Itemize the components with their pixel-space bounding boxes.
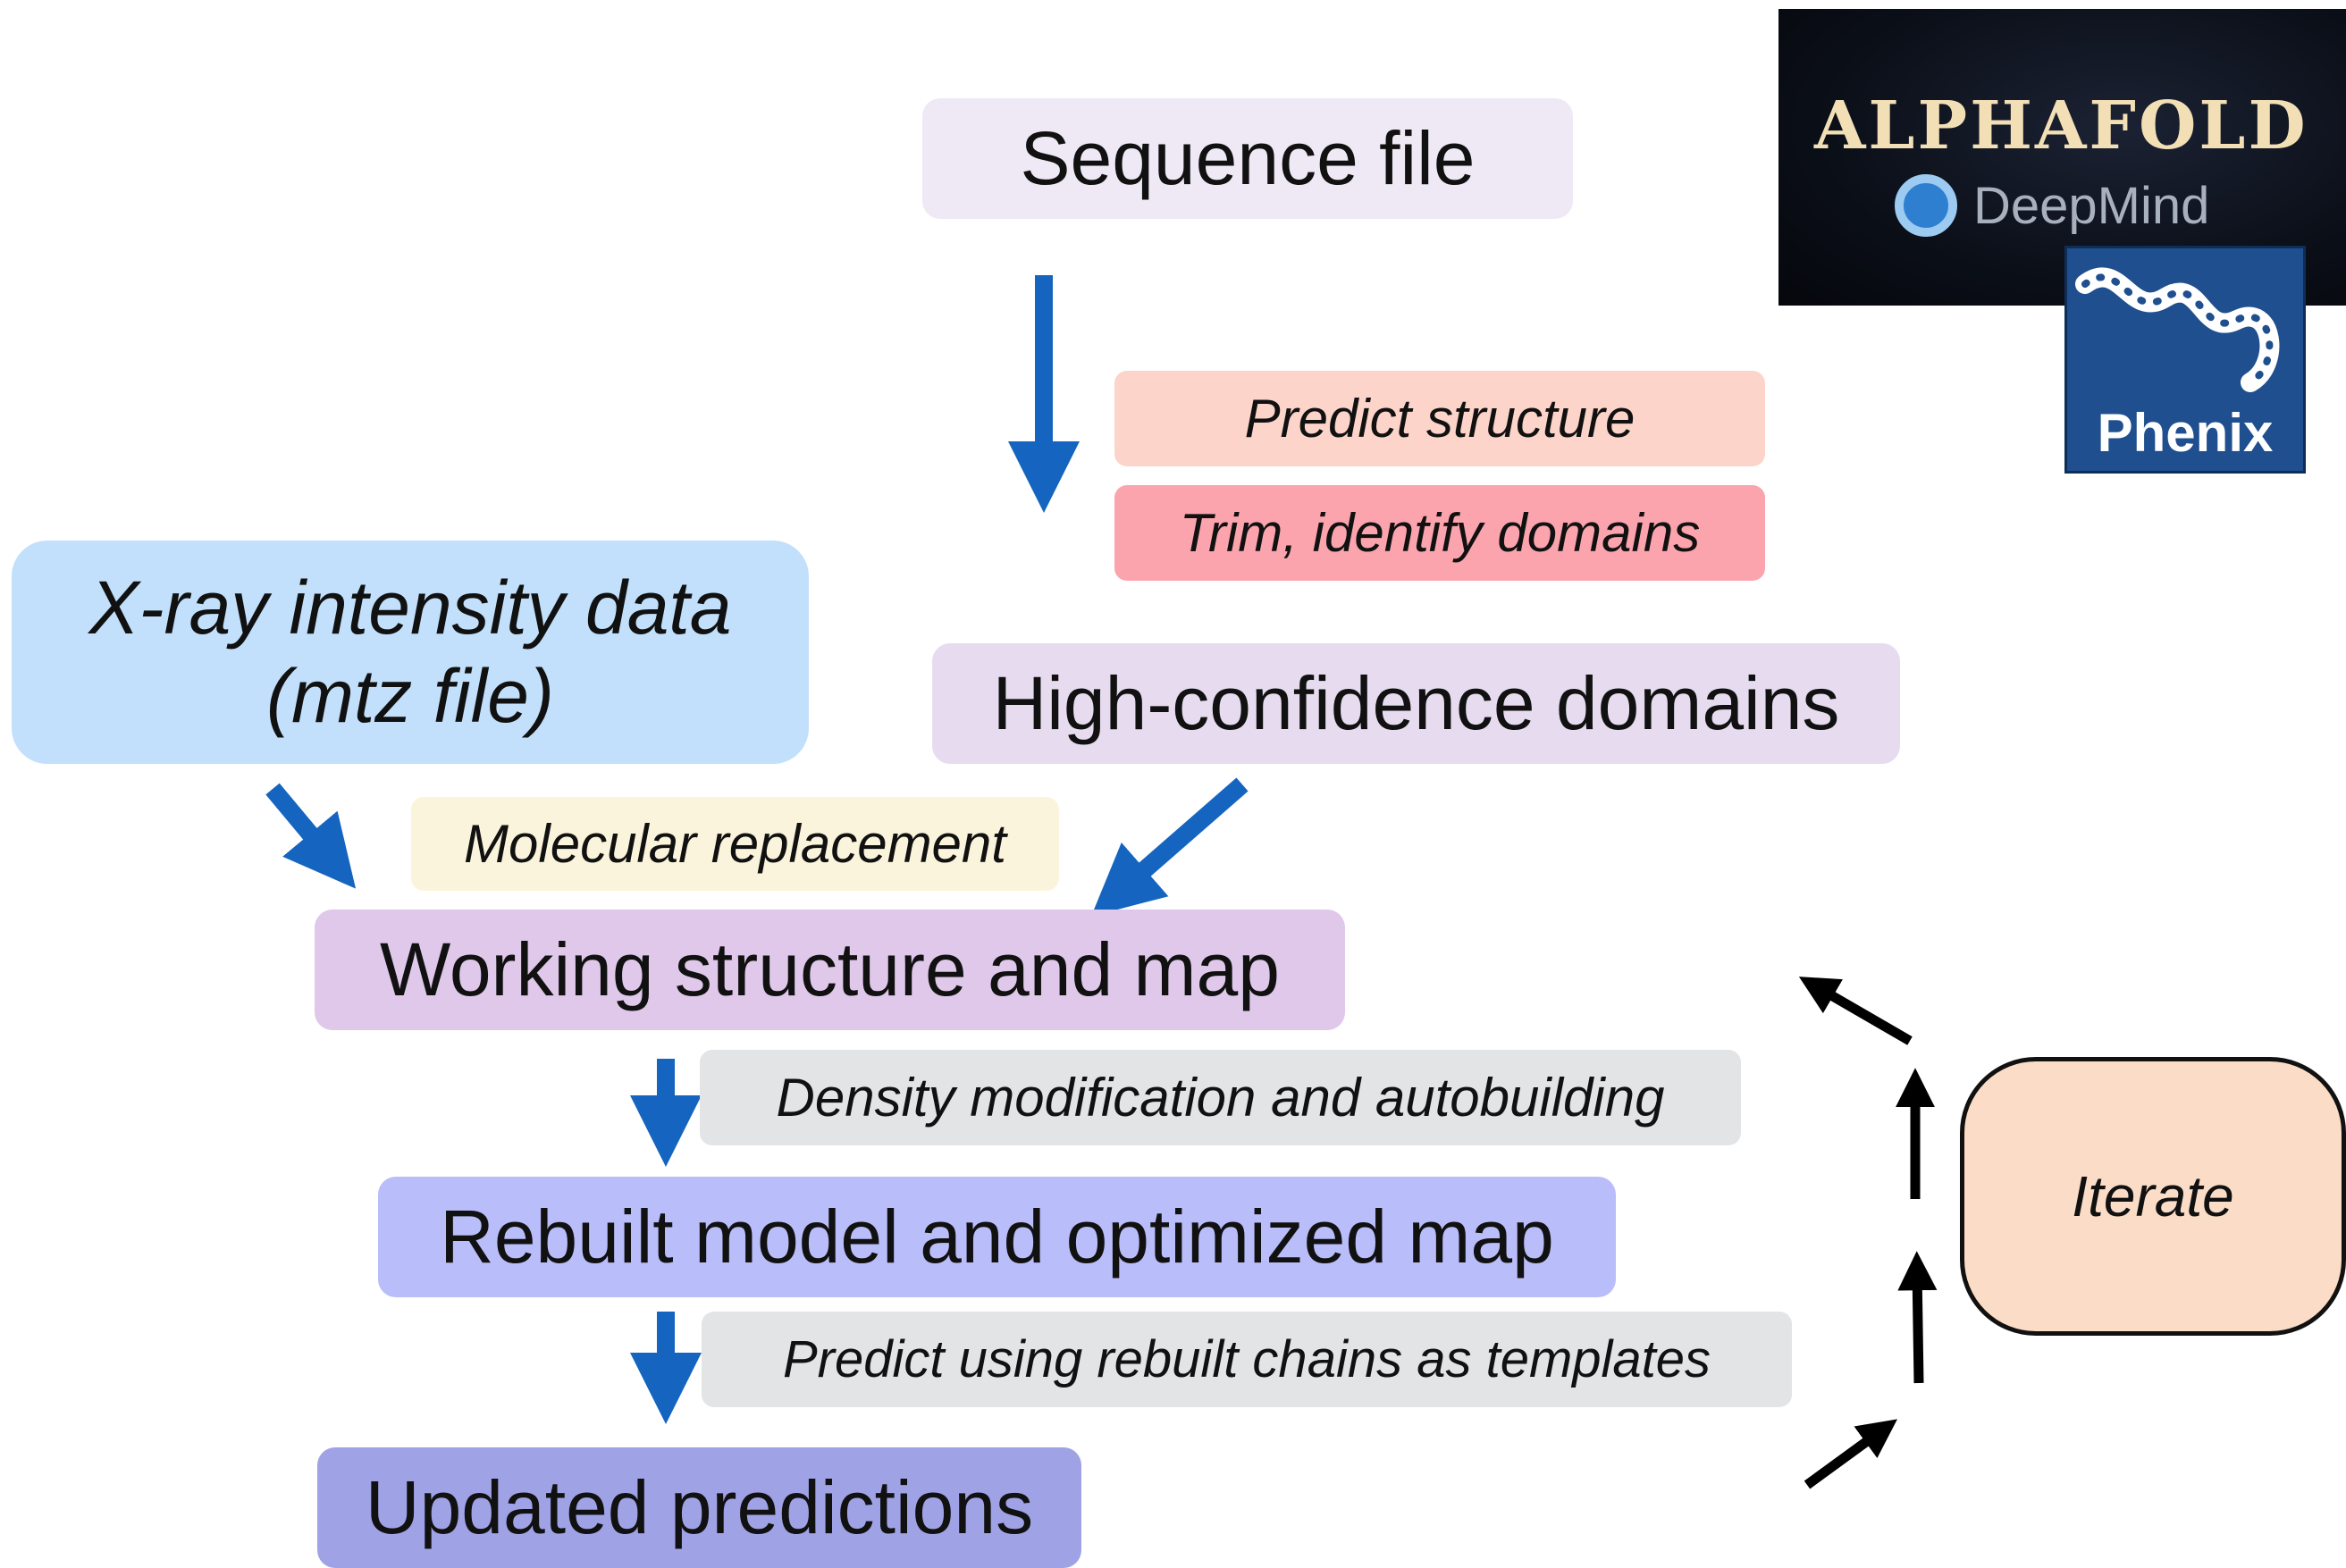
rebuilt-model-node: Rebuilt model and optimized map	[378, 1177, 1616, 1297]
working-structure-node: Working structure and map	[315, 910, 1345, 1030]
predict-structure-step: Predict structure	[1114, 371, 1765, 466]
trim-domains-step: Trim, identify domains	[1114, 485, 1765, 581]
iterate-arrow-1	[1804, 1419, 1897, 1489]
iterate-node: Iterate	[1960, 1057, 2346, 1336]
deepmind-icon	[1895, 174, 1957, 237]
high-confidence-label: High-confidence domains	[992, 661, 1840, 745]
deepmind-wordmark: DeepMind	[1895, 174, 2209, 237]
molecular-replacement-step: Molecular replacement	[411, 797, 1059, 891]
xray-data-line2: (mtz file)	[266, 654, 554, 738]
iterate-label: Iterate	[2072, 1164, 2234, 1228]
phenix-wordmark: Phenix	[2097, 403, 2274, 463]
xray-data-node: X-ray intensity data (mtz file)	[12, 541, 809, 764]
phenix-logo: Phenix	[2064, 246, 2306, 474]
updated-predictions-node: Updated predictions	[317, 1447, 1081, 1568]
sequence-file-node: Sequence file	[922, 98, 1573, 219]
trim-domains-label: Trim, identify domains	[1179, 503, 1701, 563]
updated-predictions-label: Updated predictions	[365, 1465, 1034, 1549]
phenix-chain-icon	[2075, 267, 2280, 392]
high-confidence-domains-node: High-confidence domains	[932, 643, 1900, 764]
arrow-domains-to-working	[1090, 777, 1249, 917]
arrow-xray-to-working	[265, 783, 357, 889]
sequence-file-label: Sequence file	[1020, 116, 1476, 200]
molecular-replacement-label: Molecular replacement	[464, 814, 1006, 874]
density-modification-label: Density modification and autobuilding	[776, 1068, 1665, 1128]
density-modification-step: Density modification and autobuilding	[700, 1050, 1741, 1145]
alphafold-wordmark: ALPHAFOLD	[1814, 88, 2308, 164]
iterate-arrow-2	[1897, 1251, 1938, 1384]
predict-templates-step: Predict using rebuilt chains as template…	[702, 1312, 1792, 1407]
working-structure-label: Working structure and map	[380, 927, 1280, 1011]
iterate-arrow-4	[1798, 977, 1913, 1045]
deepmind-label: DeepMind	[1973, 176, 2210, 235]
xray-data-line1: X-ray intensity data	[88, 565, 732, 650]
predict-templates-label: Predict using rebuilt chains as template…	[782, 1330, 1711, 1388]
rebuilt-model-label: Rebuilt model and optimized map	[440, 1195, 1554, 1279]
predict-structure-label: Predict structure	[1244, 389, 1635, 449]
